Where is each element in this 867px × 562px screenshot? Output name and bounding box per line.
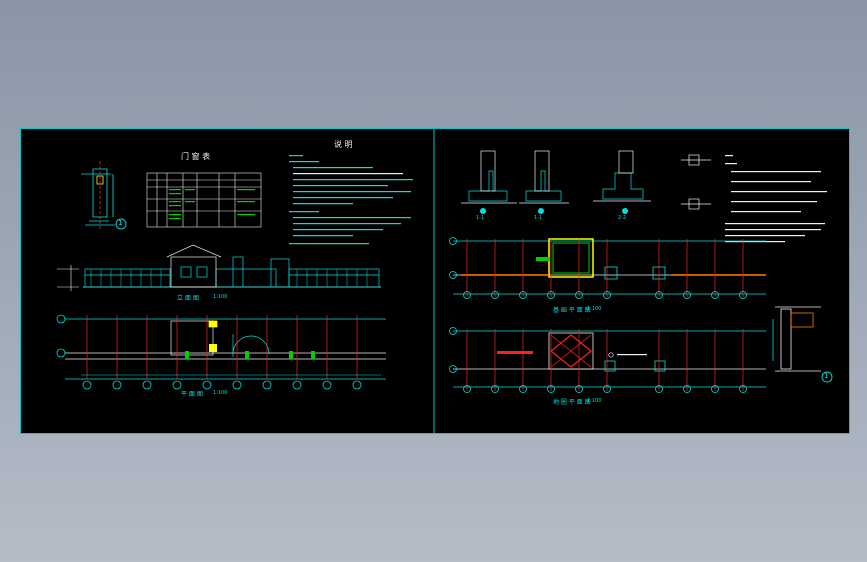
drawing-viewport[interactable]: 门 窗 表 说 明 立 面 图 1:100 平 面 图 1:100 1 1-1 …: [20, 128, 850, 434]
elevation-scale: 1:100: [213, 294, 228, 300]
plan-green-posts: [185, 351, 315, 359]
notes-text: [289, 155, 413, 245]
ring-beam-axis-lines: [466, 329, 744, 391]
detail-marker-left: [115, 218, 127, 230]
door-window-table-title: 门 窗 表: [181, 152, 211, 161]
notes-title: 说 明: [334, 140, 353, 149]
detail-marker-right: [821, 371, 833, 383]
elevation-level-marks: [57, 265, 79, 291]
door-window-table: [146, 172, 262, 228]
section-label-1: 1-1: [476, 215, 485, 221]
plan-scale: 1:100: [213, 390, 228, 396]
section-label-3: 2-2: [618, 215, 627, 221]
foundation-plan-title: 基 础 平 面 图: [553, 307, 591, 314]
elevation-fence-pattern: [90, 269, 368, 287]
column-detail: [81, 161, 115, 229]
ring-beam-red-label: [497, 351, 533, 354]
ring-beam-axis-bubbles: [449, 327, 747, 393]
wall-section-detail: [772, 306, 821, 372]
section-label-2: 1-1: [534, 215, 543, 221]
ring-beam-scale: 1:100: [587, 398, 602, 404]
section-labels: [480, 208, 628, 214]
ring-beam-note: [617, 354, 647, 356]
foundation-green-marker: [536, 257, 550, 261]
foundation-plan: [453, 238, 766, 295]
ring-beam-title: 地 圈 平 面 图: [553, 399, 591, 406]
cad-drawing-canvas[interactable]: [21, 129, 849, 433]
elevation-drawing: [83, 244, 381, 288]
elevation-title: 立 面 图: [177, 295, 199, 302]
foundation-axis-lines: [466, 239, 744, 297]
foundation-plan-scale: 1:100: [587, 306, 602, 312]
key-detail: [681, 154, 711, 210]
ring-beam-plan: [453, 330, 766, 388]
plan-axis-lines: [86, 315, 358, 379]
plan-drawing: [65, 318, 386, 380]
plan-axis-bubbles: [56, 314, 362, 390]
right-notes-text: [725, 155, 827, 243]
section-details: [461, 150, 651, 204]
foundation-axis-bubbles: [449, 237, 747, 299]
ring-beam-detail-marker: [608, 352, 614, 358]
plan-title: 平 面 图: [181, 391, 203, 398]
detail-marker-left-number: 1: [118, 219, 123, 227]
detail-marker-right-number: 1: [824, 372, 829, 380]
table-cell-text: [169, 189, 255, 220]
